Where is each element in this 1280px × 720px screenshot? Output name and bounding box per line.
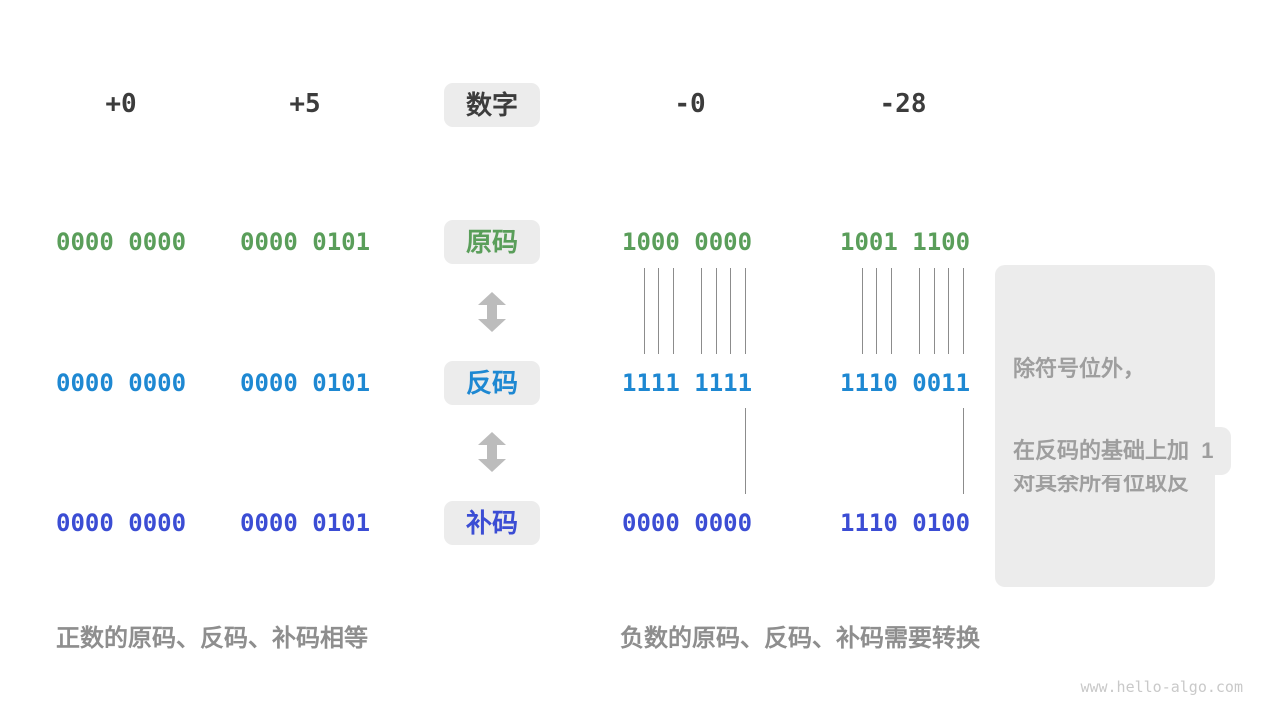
bit-connector-line (716, 268, 717, 354)
binary-ones-complement-plus0: 0000 0000 (56, 369, 187, 397)
bit-connector-line (730, 268, 731, 354)
binary-sign-magnitude-minus28: 1001 1100 (840, 228, 971, 256)
binary-sign-magnitude-plus5: 0000 0101 (240, 228, 371, 256)
bit-connector-line (891, 268, 892, 354)
bit-connector-line (745, 268, 746, 354)
binary-twos-complement-minus0: 0000 0000 (622, 509, 753, 537)
binary-twos-complement-plus5: 0000 0101 (240, 509, 371, 537)
label-box-sign-magnitude: 原码 (444, 220, 540, 264)
bit-connector-line (673, 268, 674, 354)
binary-twos-complement-minus28: 1110 0100 (840, 509, 971, 537)
binary-twos-complement-plus0: 0000 0000 (56, 509, 187, 537)
bit-connector-line (963, 268, 964, 354)
watermark: www.hello-algo.com (1080, 678, 1243, 696)
up-down-arrow-icon (478, 432, 506, 472)
binary-ones-complement-minus28: 1110 0011 (840, 369, 971, 397)
binary-ones-complement-minus0: 1111 1111 (622, 369, 753, 397)
header-number-plus0: +0 (105, 89, 137, 119)
caption-negative-numbers: 负数的原码、反码、补码需要转换 (620, 625, 980, 652)
bit-connector-line (862, 268, 863, 354)
label-box-ones-complement: 反码 (444, 361, 540, 405)
bit-connector-line (948, 268, 949, 354)
label-box-number: 数字 (444, 83, 540, 127)
label-box-twos-complement: 补码 (444, 501, 540, 545)
bit-connector-line (934, 268, 935, 354)
binary-sign-magnitude-plus0: 0000 0000 (56, 228, 187, 256)
bit-connector-line (701, 268, 702, 354)
header-number-minus28: -28 (879, 89, 927, 119)
bit-connector-line (963, 408, 964, 494)
binary-ones-complement-plus5: 0000 0101 (240, 369, 371, 397)
bit-connector-line (919, 268, 920, 354)
bit-connector-line (876, 268, 877, 354)
header-number-minus0: -0 (674, 89, 706, 119)
up-down-arrow-icon (478, 292, 506, 332)
header-number-plus5: +5 (289, 89, 321, 119)
note-invert-bits: 除符号位外， 对其余所有位取反 (995, 265, 1215, 587)
binary-sign-magnitude-minus0: 1000 0000 (622, 228, 753, 256)
bit-connector-line (644, 268, 645, 354)
bit-connector-line (658, 268, 659, 354)
bit-connector-line (745, 408, 746, 494)
caption-positive-numbers: 正数的原码、反码、补码相等 (56, 625, 368, 652)
note-add-one: 在反码的基础上加 1 (995, 427, 1232, 475)
note-line: 除符号位外， (1013, 356, 1146, 381)
